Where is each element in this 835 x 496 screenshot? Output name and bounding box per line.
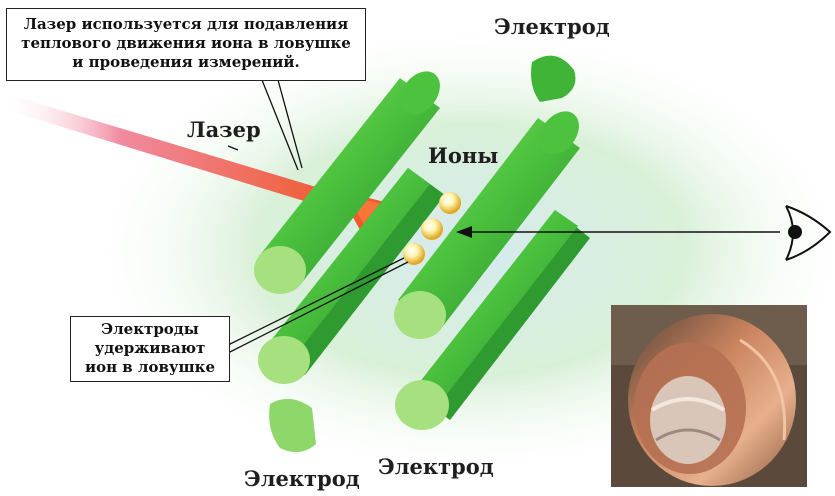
electrode-bottom-left-label: Электрод <box>244 466 360 491</box>
callout-line: ион в ловушке <box>71 358 229 377</box>
ion-sphere-icon <box>421 218 443 240</box>
electrode-top-label: Электрод <box>494 14 610 39</box>
callout-line: и проведения измерений. <box>7 53 365 72</box>
callout-line: Лазер используется для подавления <box>7 15 365 34</box>
electrode-bottom-right-label: Электрод <box>378 454 494 479</box>
laser-label: Лазер <box>187 117 261 142</box>
ions-label: Ионы <box>428 143 498 168</box>
ion-sphere-icon <box>439 192 461 214</box>
callout-line: Электроды <box>71 320 229 339</box>
callout-line: удерживают <box>71 339 229 358</box>
electrodes-info-callout: Электроды удерживают ион в ловушке <box>70 316 230 382</box>
ion-sphere-icon <box>403 243 425 265</box>
ion-trap-photo <box>611 305 807 487</box>
laser-info-callout: Лазер используется для подавления теплов… <box>6 8 366 81</box>
callout-line: теплового движения иона в ловушке <box>7 34 365 53</box>
